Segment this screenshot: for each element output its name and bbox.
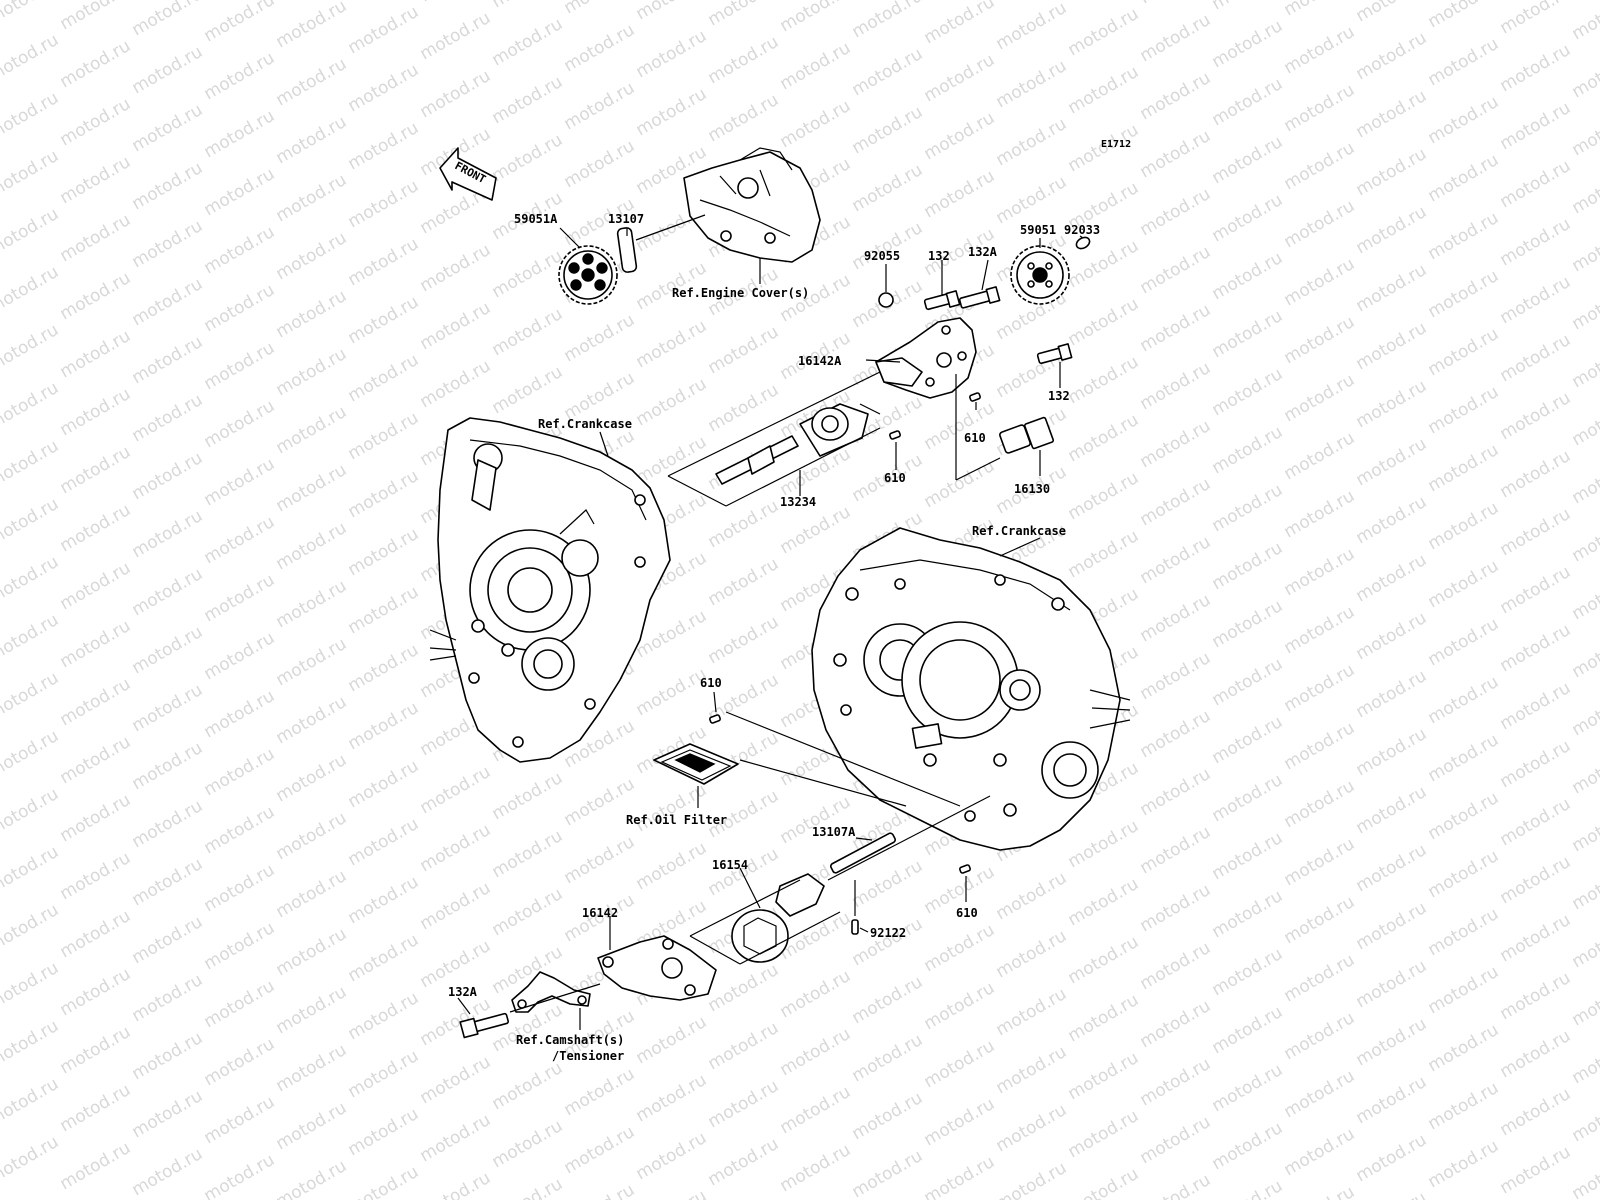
crankcase-right-part: [811, 527, 1131, 851]
label-ref-crankcase-left: Ref.Crankcase: [538, 417, 632, 431]
engine-cover-part: [683, 147, 821, 263]
label-13107a: 13107A: [812, 825, 856, 839]
bolt-132-top: [923, 290, 961, 311]
sprocket-59051: [1010, 245, 1070, 305]
bolt-132a-bottom: [459, 983, 601, 1039]
dowel-610-a: [969, 392, 981, 402]
oil-filter-part: [653, 743, 739, 785]
label-16142a: 16142A: [798, 354, 842, 368]
label-92055: 92055: [864, 249, 901, 263]
label-92033: 92033: [1064, 223, 1101, 237]
dowel-610-b: [889, 430, 901, 440]
label-132a-top: 132A: [968, 245, 997, 259]
dowel-610-d: [959, 864, 971, 874]
pump-cover-16142: [597, 935, 717, 1001]
label-ref-crankcase-right: Ref.Crankcase: [972, 524, 1066, 538]
label-132a-bottom: 132A: [448, 985, 477, 999]
plug-16130: [955, 374, 1055, 481]
sprocket-59051a: [558, 245, 618, 305]
label-610-a: 610: [964, 431, 986, 445]
label-59051a: 59051A: [514, 212, 558, 226]
label-610-c: 610: [700, 676, 722, 690]
label-16142: 16142: [582, 906, 619, 920]
pin-13107: [616, 214, 706, 273]
crankcase-left-part: [429, 417, 671, 763]
camshaft-tensioner-part: [511, 971, 591, 1013]
label-132-right: 132: [1048, 389, 1070, 403]
pump-body-16142a: [875, 317, 977, 399]
bolt-132-right: [1036, 343, 1073, 365]
label-13234: 13234: [780, 495, 817, 509]
label-16154: 16154: [712, 858, 749, 872]
shaft-13107a: [827, 795, 991, 881]
label-ref-oil-filter: Ref.Oil Filter: [626, 813, 728, 827]
dowel-610-c: [709, 714, 721, 724]
front-arrow-icon: FRONT: [439, 147, 497, 201]
circlip-92033: [1075, 236, 1091, 250]
label-610-b: 610: [884, 471, 906, 485]
bolt-132a-top: [958, 286, 1001, 309]
label-ref-camshaft: Ref.Camshaft(s): [516, 1033, 625, 1047]
washer-92055: [878, 292, 894, 308]
diagram-code: E1712: [1101, 139, 1132, 150]
leader-lines: [457, 227, 1084, 1030]
label-13107: 13107: [608, 212, 645, 226]
rotor-16154: [689, 873, 841, 965]
label-132-top: 132: [928, 249, 950, 263]
label-610-d: 610: [956, 906, 978, 920]
label-16130: 16130: [1014, 482, 1051, 496]
label-ref-engine-cover: Ref.Engine Cover(s): [672, 286, 810, 300]
label-59051: 59051: [1020, 223, 1057, 237]
label-ref-tensioner: /Tensioner: [552, 1049, 625, 1063]
label-92122: 92122: [870, 926, 907, 940]
shaft-13234: [667, 371, 881, 507]
pin-92122: [851, 919, 859, 935]
